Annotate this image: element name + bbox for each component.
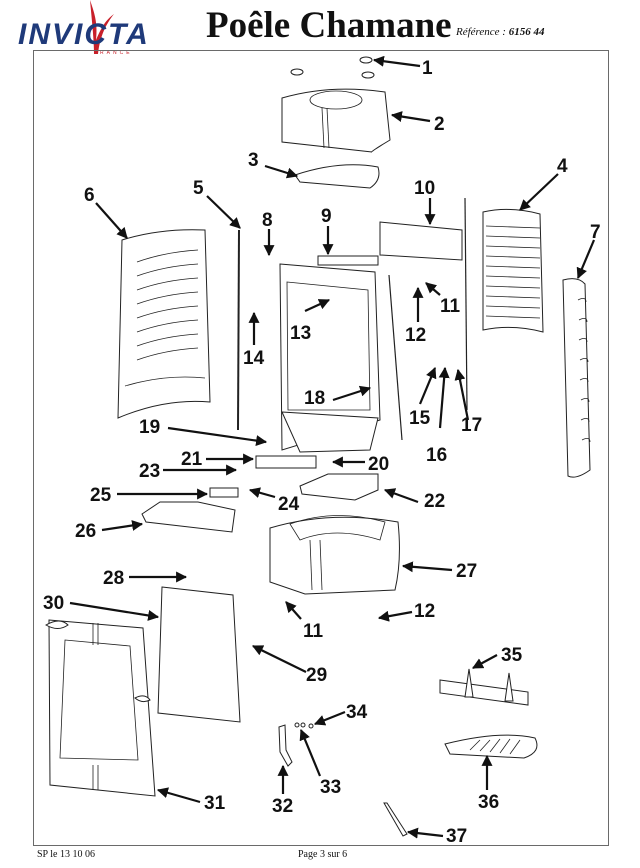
callout-2: 2 [434,114,445,135]
part-tray-26 [141,501,236,533]
part-top-cover [281,88,391,153]
logo-flame-icon [90,0,114,54]
callout-27: 27 [456,561,477,582]
part-fasteners [294,722,314,729]
reference-value: 6156 44 [508,26,545,38]
part-left-panel [117,229,211,419]
callout-37: 37 [446,826,467,847]
callout-3: 3 [248,150,259,171]
part-glass [157,586,241,723]
callout-19: 19 [139,417,160,438]
callout-14: 14 [243,348,265,369]
reference: Référence : 6156 44 [456,26,544,38]
callout-10: 10 [414,178,435,199]
part-bar [317,255,379,266]
part-rod-left [237,229,240,431]
callout-6: 6 [84,185,95,206]
callout-21: 21 [181,449,203,470]
callout-13: 13 [290,323,311,344]
footer-date: SP le 13 10 06 [37,849,95,860]
callout-12-bottom: 12 [414,601,435,622]
callout-25: 25 [90,485,112,506]
part-tool [383,802,408,837]
callout-29: 29 [306,665,327,686]
part-inner-frame [279,263,381,453]
part-back-grill [482,208,544,333]
callout-36: 36 [478,792,499,813]
part-base [269,515,400,595]
part-plate [294,164,380,189]
callout-arrows [69,55,596,839]
callout-7: 7 [590,222,601,243]
part-plate-21 [255,455,317,469]
callout-15: 15 [409,408,431,429]
invicta-logo: INVICTA FRANCE [18,0,190,56]
callout-9: 9 [321,206,332,227]
callout-5: 5 [193,178,204,199]
callout-18: 18 [304,388,325,409]
callout-24: 24 [278,494,300,515]
callout-20: 20 [368,454,389,475]
part-door [44,619,156,797]
diagram-frame [33,50,609,846]
callout-23: 23 [139,461,160,482]
callout-33: 33 [320,777,341,798]
footer-page-number: Page 3 sur 6 [298,849,348,860]
callout-11-bottom: 11 [303,621,324,642]
part-rod-right [464,197,468,411]
callout-1: 1 [422,58,433,79]
callout-4: 4 [557,156,568,177]
part-caps [290,56,375,79]
callout-30: 30 [43,593,64,614]
part-handle [278,724,293,767]
callout-31: 31 [204,793,226,814]
callout-34: 34 [346,702,368,723]
callout-12-top: 12 [405,325,426,346]
callout-28: 28 [103,568,124,589]
part-plate-25 [209,487,239,498]
part-right-panel [562,278,591,478]
callout-22: 22 [424,491,445,512]
part-rod-center [388,274,403,441]
callout-17: 17 [461,415,482,436]
brand-subtitle: FRANCE [94,50,133,56]
part-grate [444,734,538,759]
callout-11-top: 11 [440,296,461,317]
callout-8: 8 [262,210,273,231]
brand-name: INVICTA [18,18,150,51]
callout-16: 16 [426,445,447,466]
callout-32: 32 [272,796,293,817]
page-title: Poêle Chamane [206,5,452,46]
part-bracket [379,221,463,261]
part-shelf-22 [299,473,379,501]
callout-labels: 1 2 3 4 5 6 7 8 9 10 11 12 13 14 15 16 1… [43,58,601,847]
part-andirons [439,668,529,706]
callout-26: 26 [75,521,96,542]
callout-35: 35 [501,645,523,666]
reference-label: Référence : [456,26,506,38]
